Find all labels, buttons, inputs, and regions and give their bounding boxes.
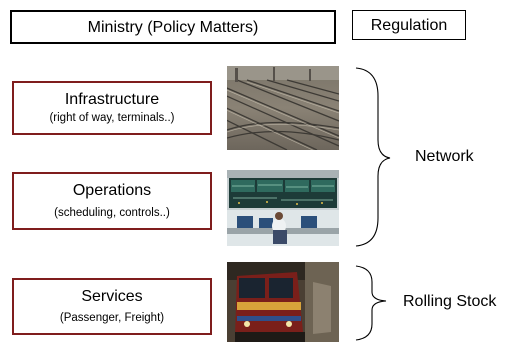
operations-subtitle: (scheduling, controls..)	[54, 207, 170, 219]
operations-box: Operations (scheduling, controls..)	[12, 172, 212, 230]
network-brace-icon	[355, 67, 391, 247]
services-box: Services (Passenger, Freight)	[12, 278, 212, 335]
infrastructure-title: Infrastructure	[64, 91, 160, 108]
services-subtitle: (Passenger, Freight)	[59, 312, 165, 324]
services-title: Services	[81, 288, 143, 305]
regulation-label: Regulation	[370, 16, 448, 34]
infrastructure-box: Infrastructure (right of way, terminals.…	[12, 81, 212, 135]
network-label: Network	[415, 148, 474, 165]
railway-tracks-photo	[227, 66, 339, 150]
regulation-box: Regulation	[352, 10, 466, 40]
ministry-label: Ministry (Policy Matters)	[87, 18, 259, 36]
rolling-stock-brace-icon	[355, 265, 387, 341]
rolling-stock-label: Rolling Stock	[403, 293, 497, 310]
control-room-photo	[227, 170, 339, 246]
ministry-box: Ministry (Policy Matters)	[10, 10, 336, 44]
infrastructure-subtitle: (right of way, terminals..)	[49, 112, 175, 124]
locomotive-photo	[227, 262, 339, 342]
operations-title: Operations	[72, 182, 152, 199]
